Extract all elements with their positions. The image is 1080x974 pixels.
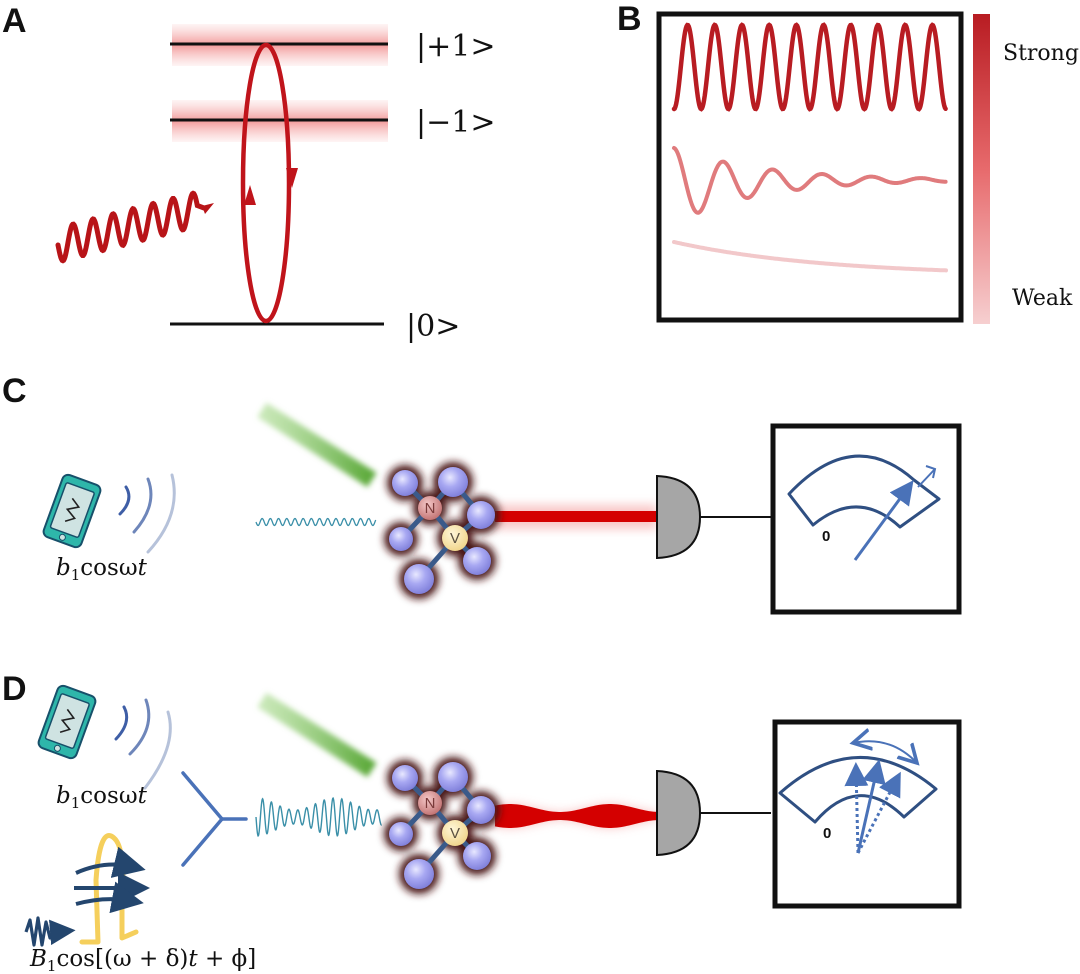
nitrogen-label: N xyxy=(425,500,436,517)
microwave-photon-wave xyxy=(55,190,207,264)
carbon-atom xyxy=(463,547,491,575)
meter-needle-d xyxy=(856,759,886,854)
meter-dial-d xyxy=(778,756,938,824)
deflection-arrow-c xyxy=(917,468,936,488)
carbon-atom xyxy=(389,822,413,846)
signal-waveform-c xyxy=(255,517,377,527)
nitrogen-atom xyxy=(418,496,442,520)
signal-wave-arc-2 xyxy=(128,698,151,756)
ket-zero: |0> xyxy=(406,309,460,344)
strength-colorbar xyxy=(973,14,990,324)
panel-a: A |+1> |−1> |0> xyxy=(2,2,495,344)
meter-needle-dotted-left xyxy=(844,762,869,854)
carbon-atom xyxy=(438,762,468,792)
scale-label-strong: Strong xyxy=(1003,41,1079,66)
panel-label-a: A xyxy=(2,2,27,40)
meter-needle-dotted-right xyxy=(856,771,901,854)
nv-center-lattice: NV xyxy=(384,462,500,599)
photon-arrow-icon xyxy=(202,203,214,214)
carbon-atom xyxy=(404,564,434,594)
oscillation-double-arrow-icon xyxy=(853,741,917,763)
vacancy-site xyxy=(442,525,468,551)
nitrogen-label: N xyxy=(425,795,436,812)
carbon-atom xyxy=(392,765,418,791)
panel-b: B Strong Weak xyxy=(617,0,1079,324)
carbon-atom xyxy=(467,796,495,824)
signal-wave-arc-3 xyxy=(143,710,172,790)
green-laser-beam xyxy=(257,692,377,778)
meter-dial-c xyxy=(787,454,941,529)
signal-wave-arc-1 xyxy=(114,705,129,741)
carbon-atom xyxy=(463,842,491,870)
signal-combiner xyxy=(181,771,248,867)
vacancy-label: V xyxy=(450,825,460,842)
vacancy-label: V xyxy=(450,530,460,547)
scale-label-weak: Weak xyxy=(1012,286,1073,311)
carbon-atom xyxy=(404,859,434,889)
arrow-up-icon xyxy=(244,185,256,205)
vacancy-site xyxy=(442,820,468,846)
trace-weak-decay xyxy=(672,240,948,273)
signal-wave-arc-2 xyxy=(132,477,153,534)
carbon-atom xyxy=(467,501,495,529)
deflection-arrowhead-icon xyxy=(925,465,937,479)
ket-minus-one: |−1> xyxy=(416,105,495,140)
panel-label-b: B xyxy=(617,0,642,38)
meter-box-c xyxy=(770,423,962,615)
panel-label-d: D xyxy=(2,670,27,708)
nitrogen-atom xyxy=(418,791,442,815)
green-laser-beam xyxy=(257,402,377,488)
meter-zero-label-c: 0 xyxy=(822,528,830,545)
signal-plot-frame xyxy=(656,11,964,323)
meter-zero-label-d: 0 xyxy=(823,825,831,842)
nv-center-lattice: NV xyxy=(384,757,500,894)
trace-strong-oscillation xyxy=(671,22,948,112)
photodetector-icon xyxy=(656,769,702,857)
red-fluorescence-beam xyxy=(495,511,657,522)
beat-signal-waveform-d xyxy=(255,797,382,837)
photodetector-icon xyxy=(656,474,702,560)
panel-d: D b1cosωt B1cos[(ω + δ)t + ϕ] xyxy=(2,670,962,974)
source-label-c: b1cosωt xyxy=(56,555,148,584)
reference-coil-icon xyxy=(24,833,150,947)
source-label-d: b1cosωt xyxy=(56,783,148,812)
arrow-down-icon xyxy=(286,168,298,188)
panel-c: C b1cosωt NV 0 xyxy=(2,372,962,615)
panel-label-c: C xyxy=(2,372,27,410)
phone-icon xyxy=(37,684,97,760)
signal-wave-arc-3 xyxy=(146,473,176,554)
rabi-cycle-loop xyxy=(240,42,292,324)
reference-label-d: B1cos[(ω + δ)t + ϕ] xyxy=(29,946,256,974)
carbon-atom xyxy=(389,527,413,551)
carbon-atom xyxy=(438,467,468,497)
meter-needle-c xyxy=(853,480,914,561)
ket-plus-one: |+1> xyxy=(416,29,495,64)
carbon-atom xyxy=(392,470,418,496)
modulated-red-fluorescence-beam xyxy=(495,804,657,828)
phone-icon xyxy=(42,473,102,549)
signal-wave-arc-1 xyxy=(118,485,131,516)
trace-damped-oscillation xyxy=(672,146,948,215)
